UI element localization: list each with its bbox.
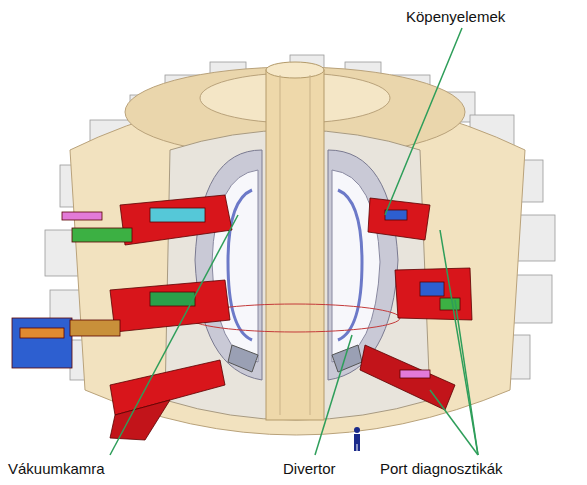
part-label: Vákuumkamra: [8, 460, 105, 478]
part-label: Divertor: [283, 460, 336, 478]
part-label: Port diagnosztikák: [380, 460, 503, 478]
part-label: Köpenyelemek: [406, 8, 505, 26]
